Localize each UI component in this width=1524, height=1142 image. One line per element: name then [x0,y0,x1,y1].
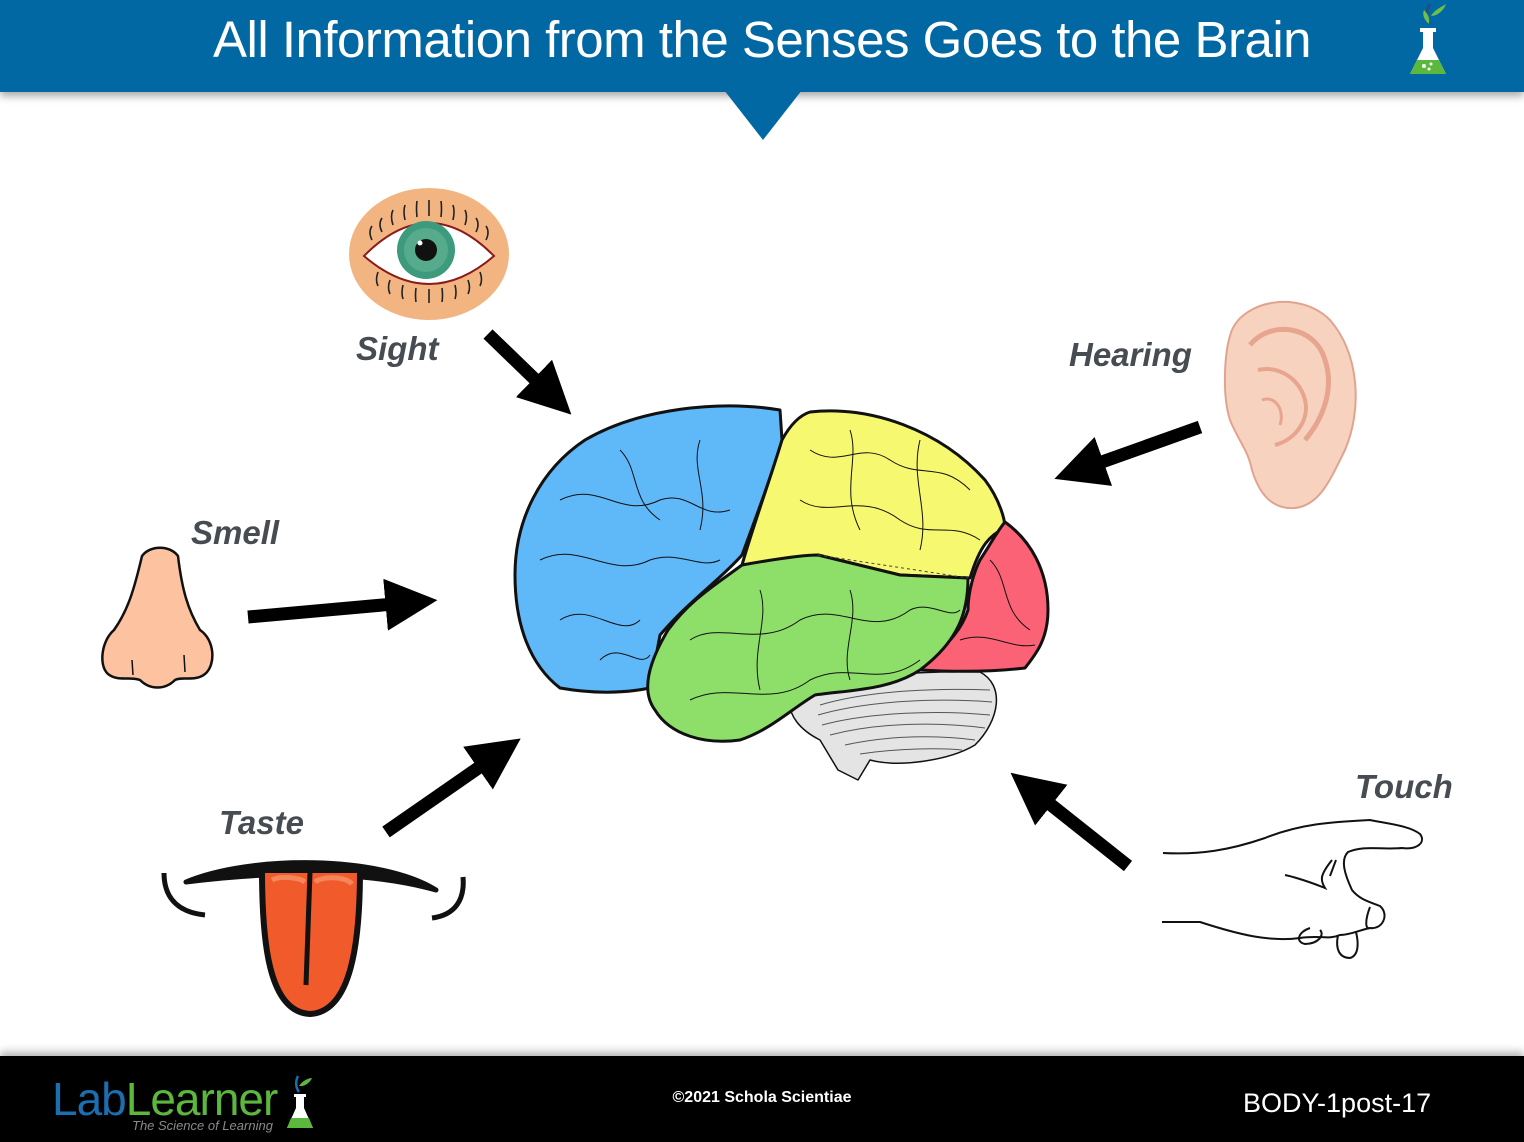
ear-icon [1223,300,1357,510]
footer-bar: LabLearner The Science of Learning ©2021… [0,1056,1524,1142]
header-pointer [724,90,802,140]
label-sight: Sight [356,330,439,367]
nose-icon [101,546,214,689]
logo-tagline: The Science of Learning [132,1118,273,1133]
occipital-lobe [918,520,1050,673]
label-hearing: Hearing [1069,336,1192,373]
logo-text-learner: Learner [125,1073,279,1125]
hand-icon [1162,818,1423,960]
hearing-arrow [1054,420,1203,486]
page-title: All Information from the Senses Goes to … [212,11,1312,68]
logo-text-lab: Lab [52,1073,127,1125]
label-touch: Touch [1355,768,1453,805]
flask-plant-icon [1410,3,1446,74]
header-bar: All Information from the Senses Goes to … [0,0,1524,92]
lablearner-logo: LabLearner The Science of Learning [52,1068,322,1138]
brain-icon [513,404,1050,781]
tongue-icon [161,860,466,1018]
label-smell: Smell [191,514,280,551]
label-taste: Taste [219,804,304,841]
temporal-lobe [646,553,970,743]
smell-arrow [247,578,438,631]
sight-arrow [483,329,572,415]
eye-icon [349,188,509,320]
taste-arrow [382,738,521,838]
copyright-text: ©2021 Schola Scientiae [672,1089,852,1106]
slide-code: BODY-1post-17 [1243,1088,1432,1118]
frontal-lobe [513,404,784,694]
touch-arrow [1010,772,1133,872]
flask-plant-icon [287,1075,313,1128]
